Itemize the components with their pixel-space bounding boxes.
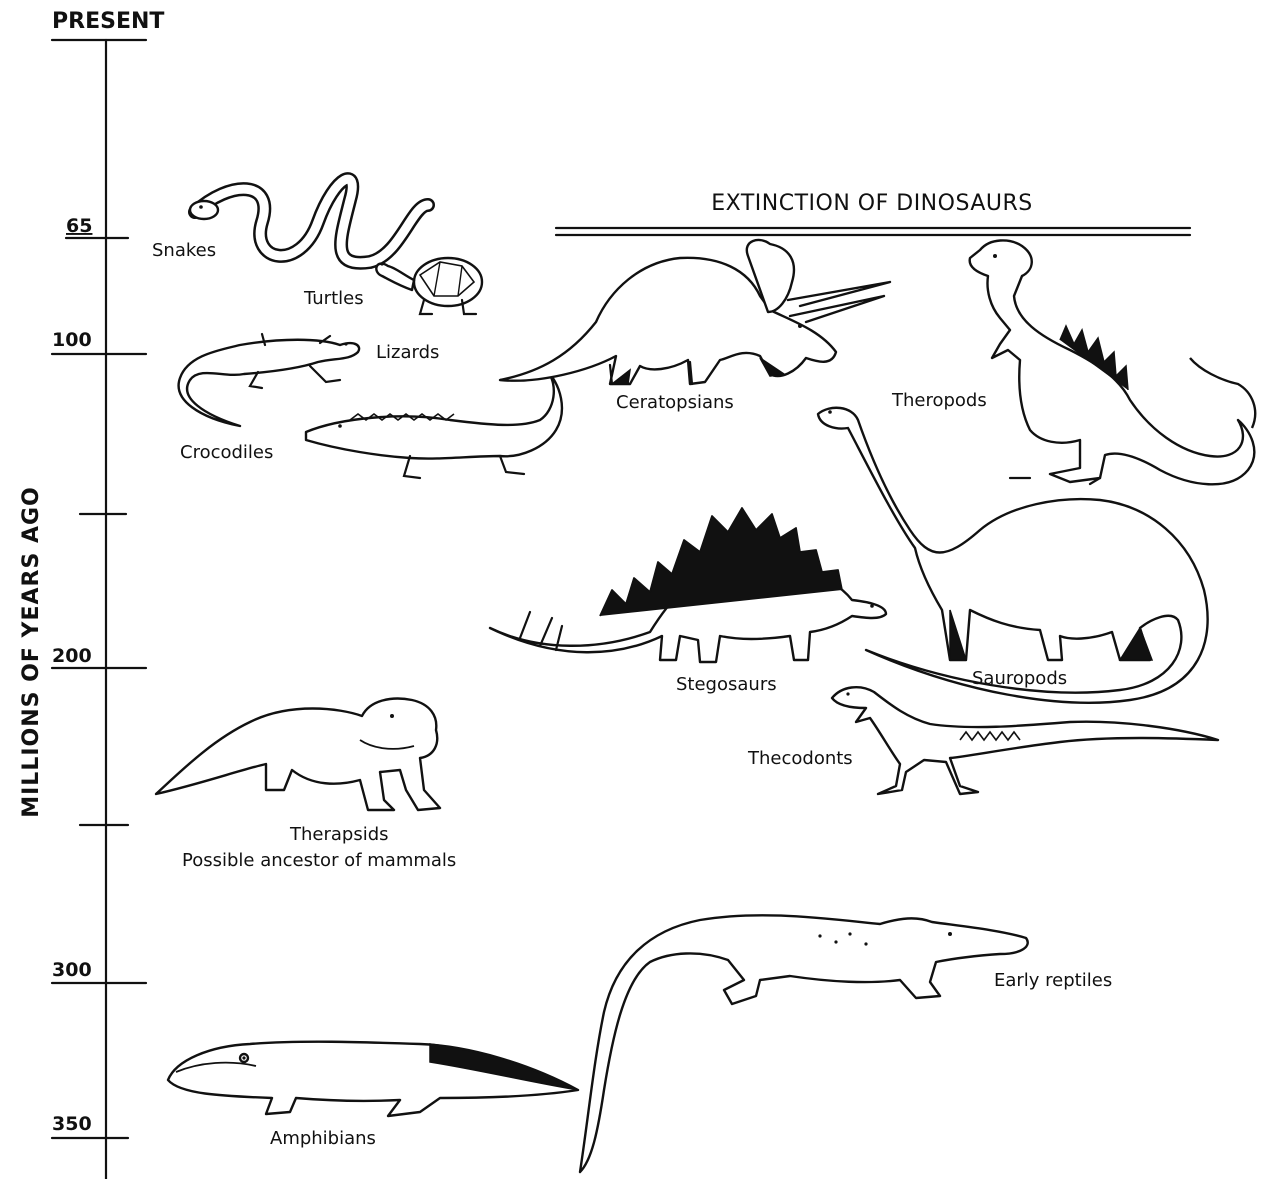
label-sauropods: Sauropods [972,668,1067,689]
tick-label-350: 350 [52,1113,92,1135]
label-thecodonts: Thecodonts [747,748,853,769]
axis-title: MILLIONS OF YEARS AGO [19,486,44,818]
turtle-illustration [376,258,482,314]
label-lizards: Lizards [376,342,439,363]
label-stegosaurs: Stegosaurs [676,674,777,695]
snake-illustration [190,179,428,263]
tick-label-200: 200 [52,645,92,667]
present-label: PRESENT [52,9,164,34]
therapsid-illustration [156,699,440,810]
label-snakes: Snakes [152,240,216,261]
stegosaur-illustration [490,508,886,662]
label-crocodiles: Crocodiles [180,442,273,463]
time-axis: PRESENT 65 100 200 300 350 MILLIONS OF Y… [19,9,164,1179]
crocodile-illustration [306,372,562,478]
theropod-illustration [970,240,1255,484]
label-therapsids-note: Possible ancestor of mammals [182,850,456,871]
ceratopsian-illustration [500,240,890,384]
tick-label-65: 65 [66,215,92,237]
label-theropods: Theropods [891,390,987,411]
thecodont-illustration [832,687,1218,794]
extinction-label: EXTINCTION OF DINOSAURS [711,191,1032,216]
label-ceratopsians: Ceratopsians [616,392,734,413]
label-early-reptiles: Early reptiles [994,970,1112,991]
label-turtles: Turtles [303,288,364,309]
amphibian-illustration [168,1042,578,1116]
label-therapsids: Therapsids [289,824,389,845]
extinction-marker: EXTINCTION OF DINOSAURS [556,191,1190,235]
tick-label-300: 300 [52,959,92,981]
label-amphibians: Amphibians [270,1128,376,1149]
early-reptile-illustration [580,915,1028,1172]
tick-label-100: 100 [52,329,92,351]
lizard-illustration [179,334,359,426]
